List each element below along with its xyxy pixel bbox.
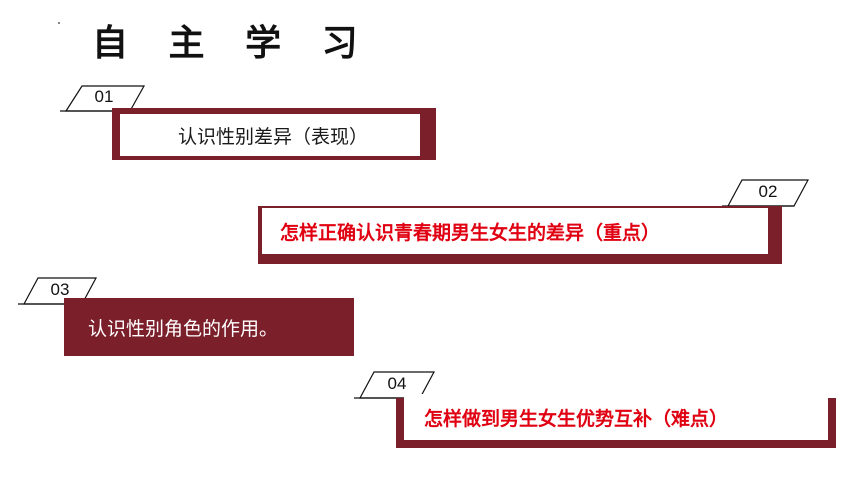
list-item-03: 认识性别角色的作用。 — [64, 298, 354, 356]
number-tag-03: 03 — [18, 276, 102, 306]
item-text: 认识性别差异（表现） — [178, 125, 369, 148]
list-item-02: 怎样正确认识青春期男生女生的差异（重点） — [256, 204, 782, 264]
item-text: 怎样正确认识青春期男生女生的差异（重点） — [280, 221, 661, 244]
number-tag-04: 04 — [354, 370, 440, 400]
tag-parallelogram-shape — [18, 277, 98, 305]
item-text: 怎样做到男生女生优势互补（难点） — [424, 407, 729, 430]
tag-parallelogram-shape — [60, 85, 146, 112]
tag-number: 02 — [758, 182, 778, 201]
list-item-01: 认识性别差异（表现） — [112, 108, 436, 160]
list-item-04: 怎样做到男生女生优势互补（难点） — [396, 394, 836, 448]
tag-number: 01 — [94, 87, 114, 106]
item-text: 认识性别角色的作用。 — [88, 317, 279, 340]
page-title: 自 主 学 习 — [92, 23, 372, 64]
tag-number: 04 — [387, 374, 407, 393]
number-tag-01: 01 — [60, 84, 148, 112]
tag-number: 03 — [50, 280, 70, 299]
decorative-dot — [58, 22, 60, 24]
